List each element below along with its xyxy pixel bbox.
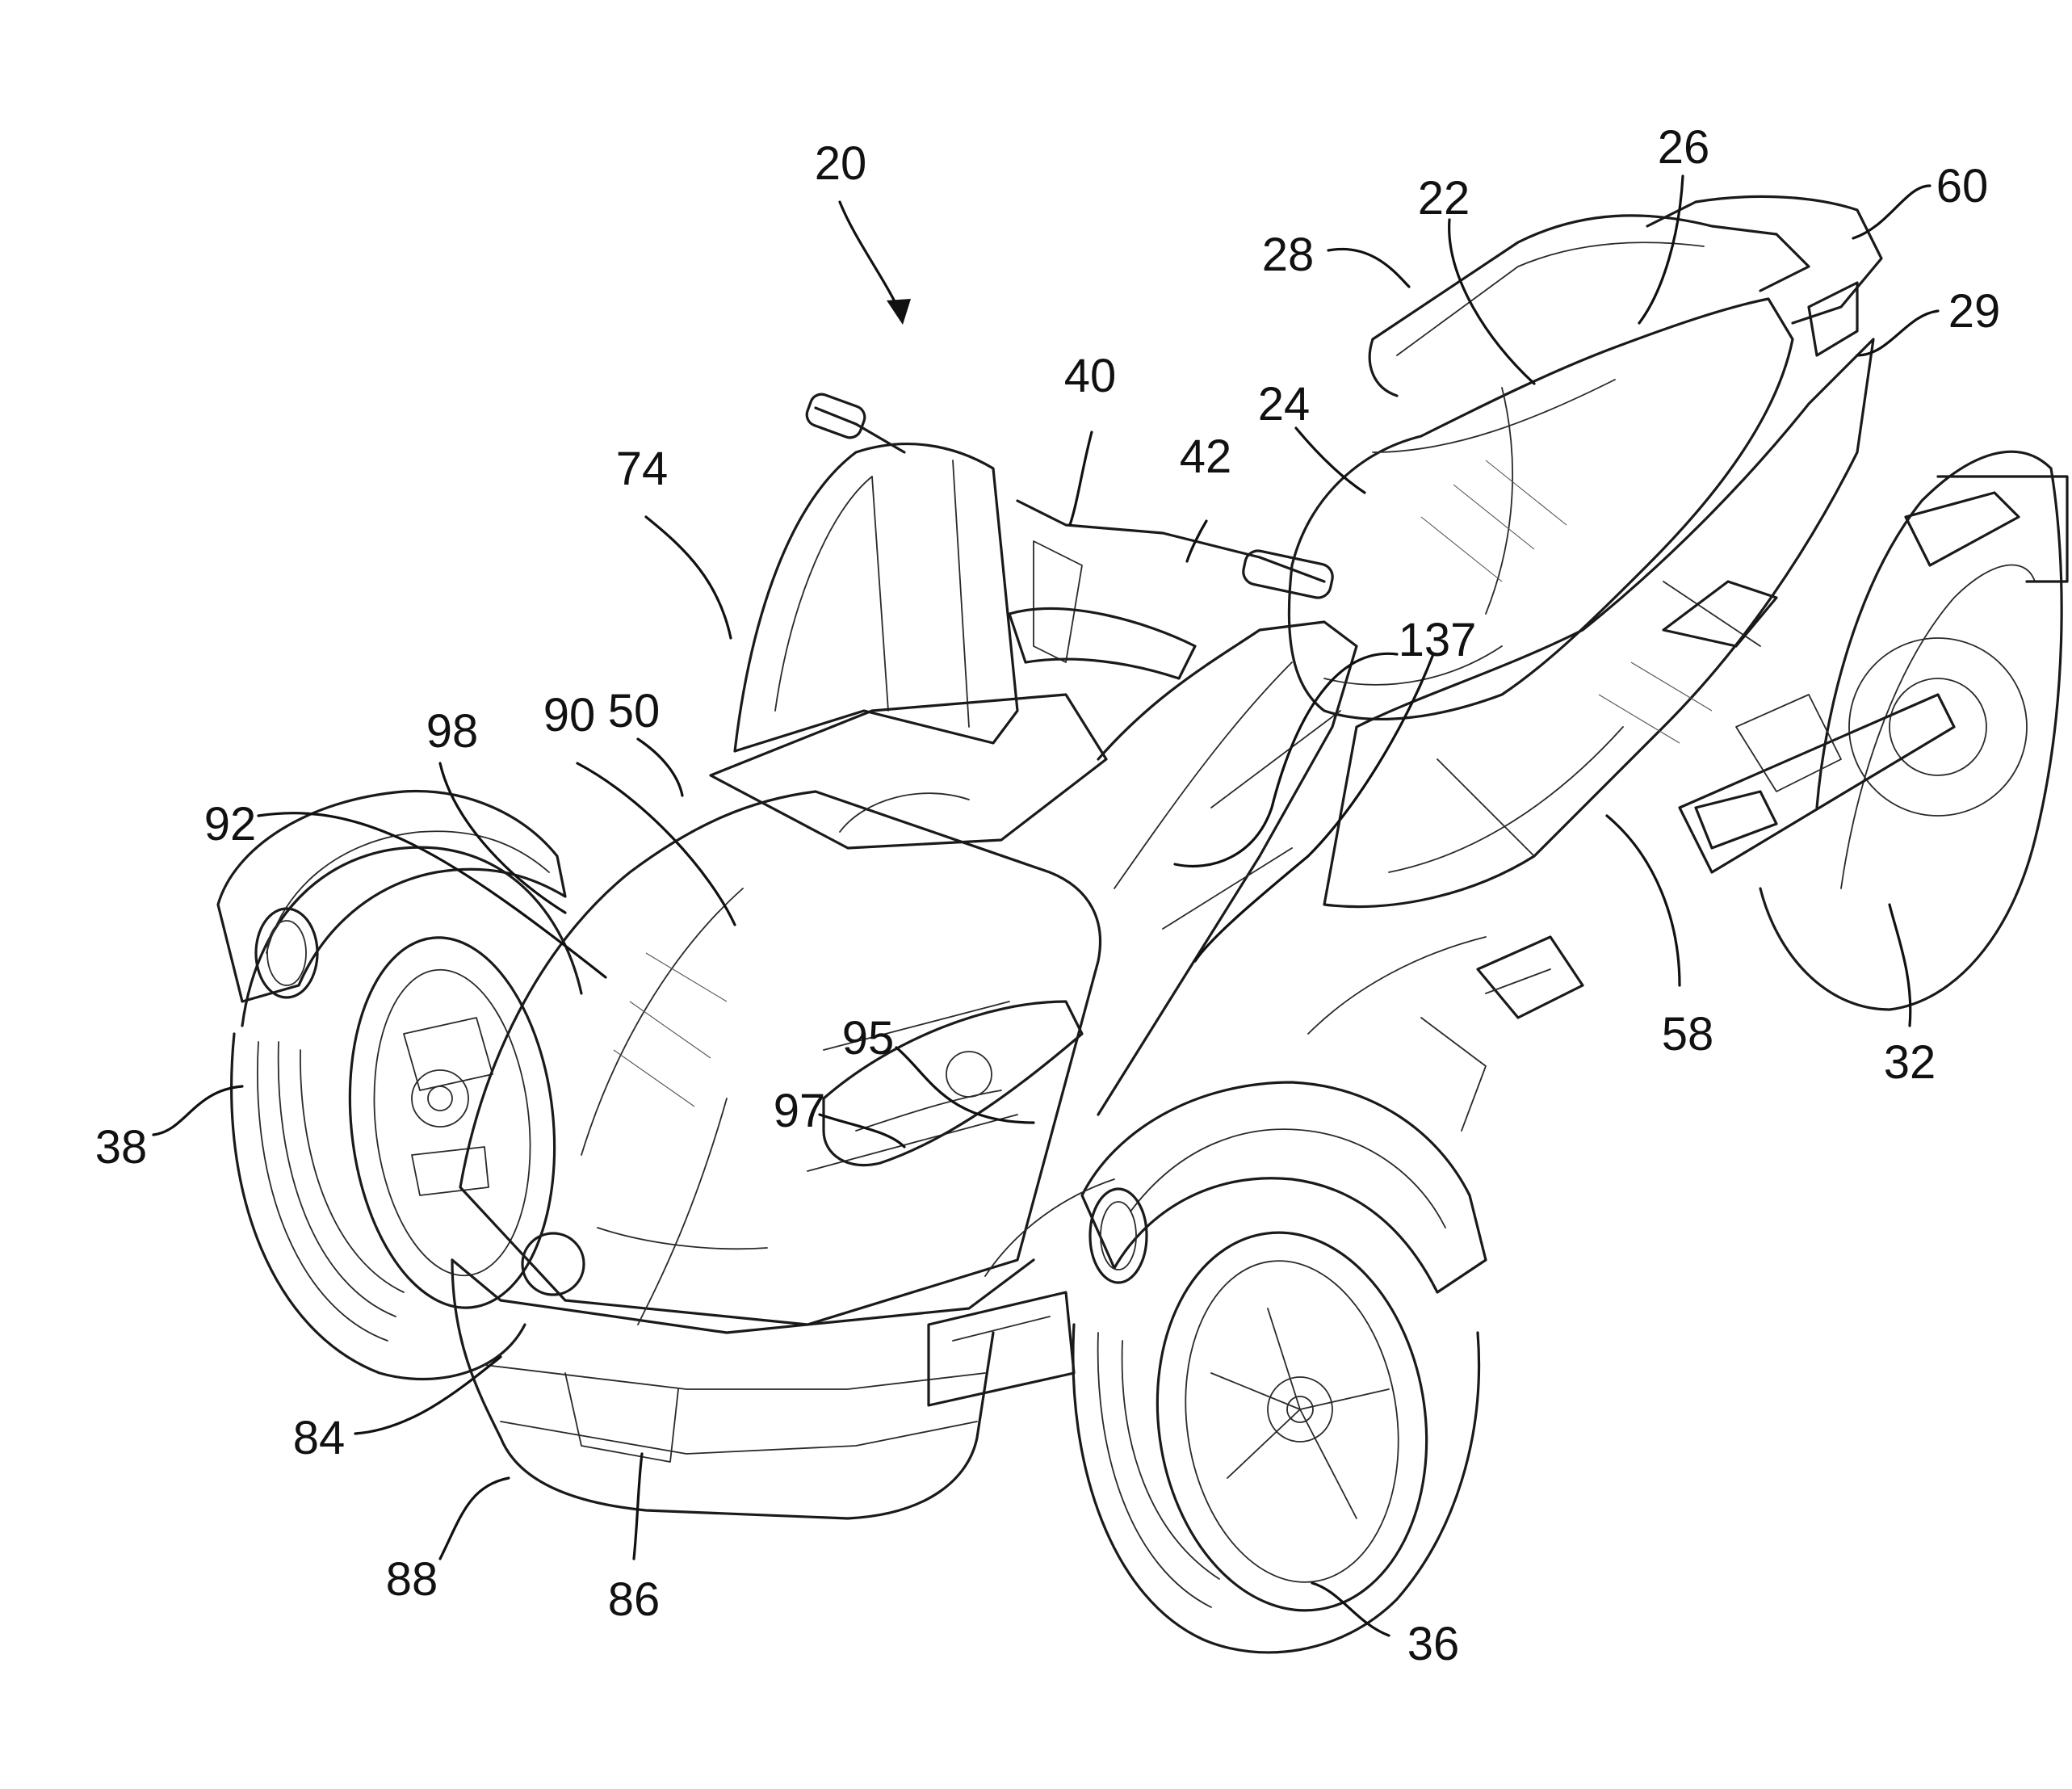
ref-97: 97 [774, 1085, 826, 1137]
leader-line-74 [646, 517, 731, 638]
ref-92: 92 [204, 798, 257, 850]
ref-22: 22 [1418, 172, 1470, 225]
leader-line-60 [1853, 186, 1930, 238]
ref-84: 84 [293, 1412, 346, 1464]
ref-36: 36 [1407, 1618, 1460, 1670]
ref-20: 20 [815, 137, 867, 190]
ref-24: 24 [1258, 378, 1311, 430]
ref-98: 98 [426, 705, 479, 758]
leader-line-29 [1857, 311, 1938, 355]
ref-74: 74 [616, 443, 669, 495]
leader-line-28 [1328, 249, 1409, 287]
leader-line-38 [153, 1086, 242, 1135]
footrest-and-frame [1308, 792, 1776, 1131]
ref-95: 95 [842, 1012, 895, 1065]
left-front-wheel [232, 847, 581, 1379]
leader-line-90 [577, 763, 735, 925]
arrowhead-20 [887, 299, 911, 325]
leader-line-26 [1639, 176, 1683, 323]
leader-line-86 [634, 1454, 642, 1559]
ref-29: 29 [1948, 285, 2001, 338]
lower-frame-bracket [929, 1179, 1114, 1405]
ref-60: 60 [1936, 160, 1989, 212]
windshield [711, 444, 1106, 848]
leader-line-88 [440, 1478, 509, 1559]
ref-137: 137 [1399, 614, 1477, 666]
ref-58: 58 [1662, 1008, 1714, 1060]
ref-32: 32 [1884, 1036, 1936, 1089]
rear-wheel [1680, 451, 2067, 1010]
ref-42: 42 [1180, 430, 1232, 483]
right-front-wheel [1073, 1215, 1479, 1653]
leader-line-24 [1296, 428, 1365, 493]
left-front-fender [218, 792, 565, 1002]
reference-numerals: 20 22 24 26 28 29 32 36 38 40 42 50 58 6… [95, 121, 2001, 1670]
ref-90: 90 [543, 689, 596, 741]
ref-50: 50 [608, 685, 661, 737]
ref-86: 86 [608, 1573, 661, 1626]
ref-28: 28 [1262, 229, 1315, 281]
leader-line-98 [440, 763, 565, 913]
leader-line-22 [1449, 220, 1534, 384]
leader-lines [153, 176, 1938, 1636]
leader-line-58 [1607, 816, 1680, 985]
leader-line-40 [1070, 432, 1092, 525]
seat-assembly [1289, 196, 1881, 719]
ref-40: 40 [1064, 350, 1117, 402]
front-nose-fascia [452, 792, 1101, 1518]
ref-38: 38 [95, 1121, 148, 1174]
vehicle-line-art [218, 196, 2067, 1653]
rear-side-panel [1324, 283, 1873, 907]
ref-26: 26 [1658, 121, 1710, 174]
leader-line-50 [638, 739, 682, 796]
ref-88: 88 [386, 1553, 438, 1606]
